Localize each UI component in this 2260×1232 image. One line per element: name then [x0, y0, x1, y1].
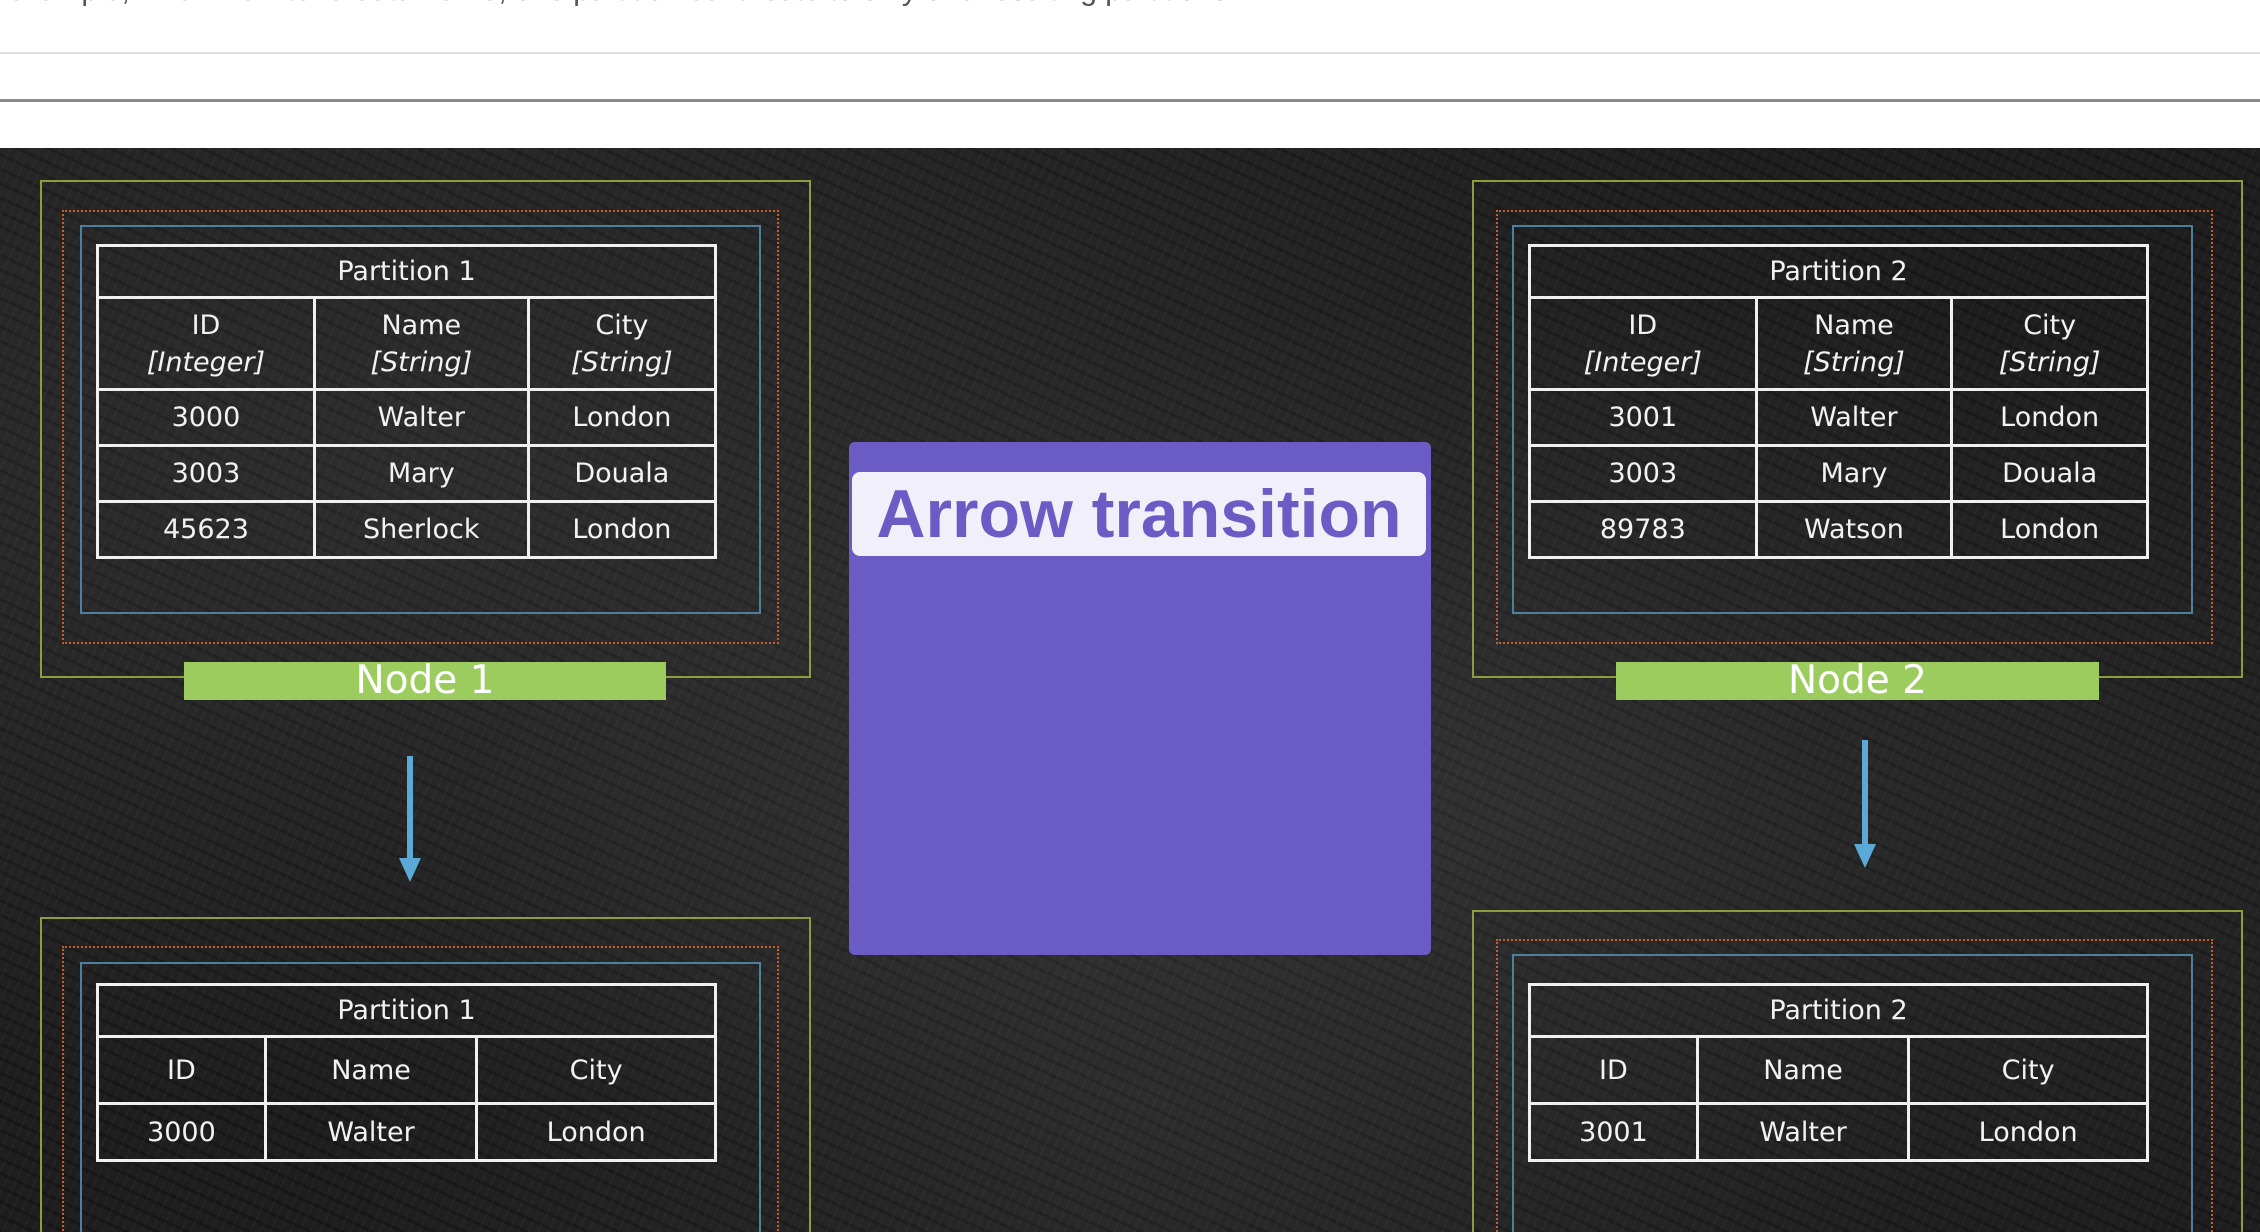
node-1-result-partition-frame [80, 962, 761, 1232]
node-1-label: Node 1 [184, 661, 666, 700]
column-header-city: City [1907, 1035, 2149, 1105]
panel-title: Arrow transition [852, 472, 1426, 556]
node-1-result-executor-frame [62, 946, 779, 1232]
column-header-city: City [475, 1035, 717, 1105]
arrow-transition-panel: Arrow transition [849, 442, 1431, 955]
column-header-name: Name[String] [312, 296, 530, 391]
partition-2-source-table: Partition 2 ID[Integer] Name[String] Cit… [1528, 244, 2149, 559]
partition-1-source-table: Partition 1 ID[Integer] Name[String] Cit… [96, 244, 718, 559]
column-header-id: ID[Integer] [96, 296, 316, 391]
column-header-id: ID [96, 1035, 267, 1105]
table-title: Partition 1 [96, 244, 717, 299]
node-2-result-frame [1472, 910, 2243, 1232]
horizontal-rule [0, 99, 2260, 102]
node-1-executor-frame [62, 210, 779, 644]
column-header-name: Name[String] [1754, 296, 1954, 391]
node-2-executor-frame [1496, 210, 2213, 644]
column-header-id: ID [1528, 1035, 1699, 1105]
node-2-partition-frame [1512, 225, 2193, 614]
divider [0, 52, 2260, 54]
table-title: Partition 2 [1528, 244, 2149, 299]
paragraph-text: example, when we filter a data frame, on… [8, 0, 2248, 8]
column-header-id: ID[Integer] [1528, 296, 1758, 391]
table-title: Partition 1 [96, 983, 717, 1038]
table-title: Partition 2 [1528, 983, 2149, 1038]
node-1-result-frame [40, 917, 811, 1232]
node-2-result-executor-frame [1496, 939, 2213, 1232]
column-header-name: Name [263, 1035, 479, 1105]
column-header-name: Name [1695, 1035, 1911, 1105]
node-2-result-partition-frame [1512, 954, 2193, 1232]
column-header-city: City[String] [526, 296, 718, 391]
column-header-city: City[String] [1950, 296, 2149, 391]
node-2-label: Node 2 [1616, 661, 2099, 700]
node-1-partition-frame [80, 225, 761, 614]
